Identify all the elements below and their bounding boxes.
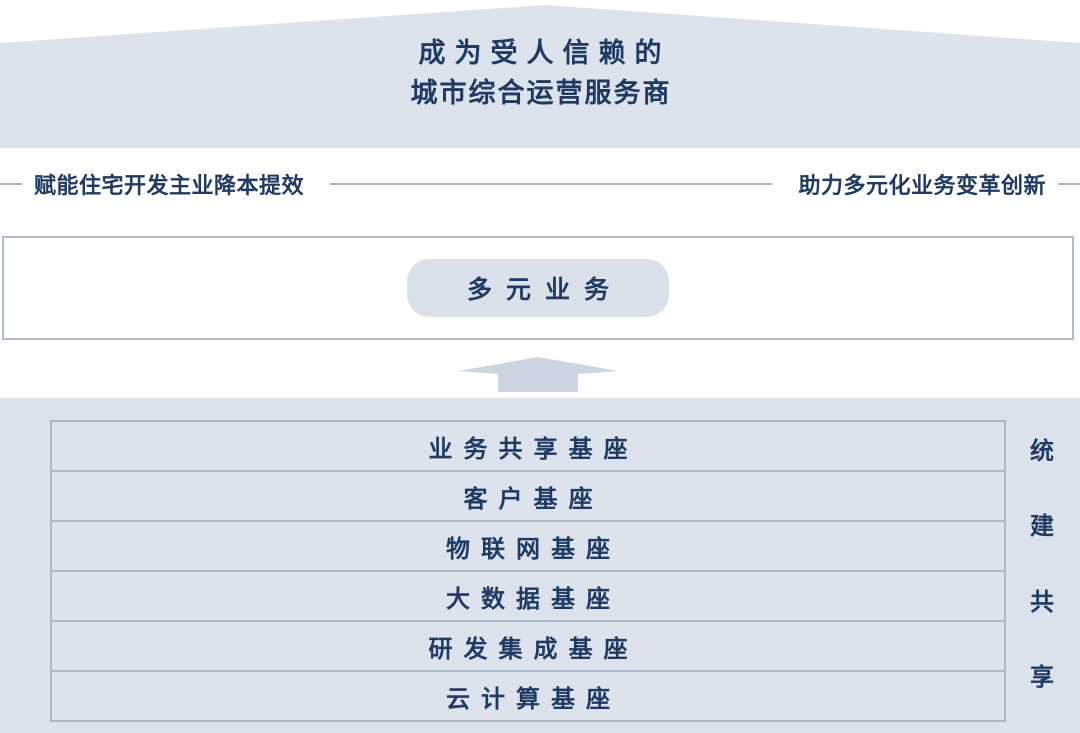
arrow-up-icon bbox=[458, 355, 618, 395]
foundation-row-label: 大数据基座 bbox=[446, 585, 621, 613]
multi-business-pill[interactable]: 多元业务 bbox=[406, 259, 669, 317]
divider-rule-right-cap bbox=[1058, 183, 1080, 185]
arrow-up-shape-icon bbox=[458, 357, 618, 392]
divider-label-right: 助力多元化业务变革创新 bbox=[798, 173, 1046, 198]
foundation-row-label: 云计算基座 bbox=[446, 685, 621, 713]
foundation-row[interactable]: 物联网基座 bbox=[50, 520, 1006, 572]
foundation-row[interactable]: 客户基座 bbox=[50, 470, 1006, 522]
multi-business-container: 多元业务 bbox=[2, 236, 1074, 340]
side-caption-char: 共 bbox=[1030, 588, 1054, 616]
side-caption-char: 统 bbox=[1030, 438, 1054, 465]
side-caption-char: 享 bbox=[1030, 663, 1054, 691]
foundation-row[interactable]: 大数据基座 bbox=[50, 570, 1006, 622]
foundation-row-label: 客户基座 bbox=[463, 485, 604, 513]
divider-rule-left-cap bbox=[0, 183, 22, 185]
foundation-row-stack: 业务共享基座 客户基座 物联网基座 大数据基座 研发集成基座 云计算基座 bbox=[50, 420, 1006, 722]
roof-shape-icon bbox=[0, 5, 1080, 148]
foundation-row-label: 研发集成基座 bbox=[428, 635, 639, 663]
foundation-row[interactable]: 研发集成基座 bbox=[50, 620, 1006, 672]
foundation-row-label: 业务共享基座 bbox=[428, 435, 639, 463]
divider-label-left: 赋能住宅开发主业降本提效 bbox=[34, 173, 305, 198]
foundation-row[interactable]: 云计算基座 bbox=[50, 670, 1006, 722]
side-caption-vertical: 统 建 共 享 bbox=[1014, 440, 1070, 690]
divider-rule-middle bbox=[330, 183, 773, 185]
divider-row: 赋能住宅开发主业降本提效 助力多元化业务变革创新 bbox=[0, 158, 1080, 210]
foundation-row-label: 物联网基座 bbox=[446, 535, 621, 563]
side-caption-char: 建 bbox=[1030, 513, 1054, 541]
roof-pediment: 成为受人信赖的 城市综合运营服务商 bbox=[0, 0, 1080, 148]
foundation-panel: 业务共享基座 客户基座 物联网基座 大数据基座 研发集成基座 云计算基座 bbox=[0, 398, 1080, 733]
foundation-row[interactable]: 业务共享基座 bbox=[50, 420, 1006, 472]
